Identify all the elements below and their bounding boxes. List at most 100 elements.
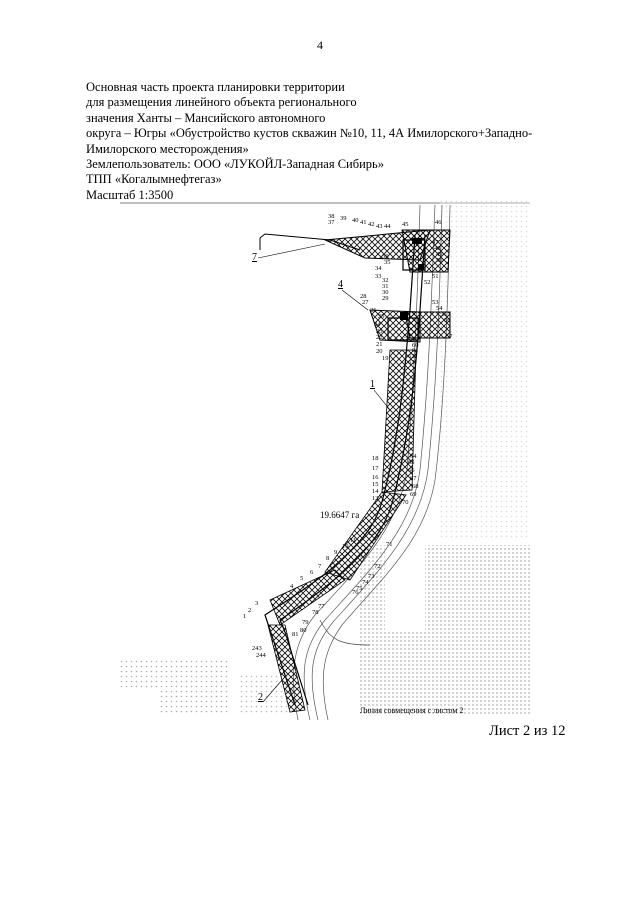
point-number: 5 [300,575,303,582]
point-number: 42 [368,221,375,228]
point-number: 49 [436,251,443,258]
callout-7: 7 [252,252,257,263]
area-label: 19.6647 га [320,510,359,520]
point-number: 3 [255,600,258,607]
point-number: 34 [375,265,382,272]
point-number: 57 [446,333,453,340]
point-number: 22 [376,334,383,341]
point-number: 70 [402,499,409,506]
point-number: 75 [356,585,363,592]
point-number: 56 [444,317,451,324]
point-number: 53 [432,299,439,306]
point-number: 48 [434,245,441,252]
point-number: 67 [410,475,417,482]
point-number: 64 [410,453,417,460]
point-number: 24 [374,321,381,328]
match-line-label: Линия совмещения с листом 2 [360,706,463,715]
document-header: Основная часть проекта планировки террит… [86,80,606,203]
point-number: 44 [384,223,391,230]
point-number: 65 [408,459,415,466]
point-number: 63 [408,359,415,366]
point-number: 52 [424,279,431,286]
point-number: 73 [368,573,375,580]
point-number: 40 [352,217,359,224]
point-number: 29 [382,295,389,302]
point-number: 9 [334,549,337,556]
point-number: 77 [318,603,325,610]
point-number: 21 [376,341,383,348]
point-number: 74 [362,579,369,586]
header-line: Землепользователь: ООО «ЛУКОЙЛ-Западная … [86,157,384,172]
point-number: 39 [340,215,347,222]
point-number: 26 [370,307,377,314]
point-number: 43 [376,223,383,230]
point-number: 17 [372,465,379,472]
point-number: 243 [252,645,262,652]
point-number: 38 [328,213,335,220]
page-number: 4 [317,38,323,52]
point-number: 20 [376,348,383,355]
point-number: 32 [382,277,389,284]
point-number: 54 [436,305,443,312]
point-number: 13 [372,495,379,502]
planning-map: 7 4 1 2 19.6647 га Линия совмещения с ли… [120,200,530,720]
callout-1: 1 [370,379,375,390]
point-number: 60 [412,342,419,349]
point-number: 59 [408,337,415,344]
point-number: 47 [432,239,439,246]
header-line: Основная часть проекта планировки террит… [86,80,345,94]
point-number: 68 [412,483,419,490]
point-number: 51 [432,273,439,280]
point-number: 41 [360,219,367,226]
point-number: 30 [382,289,389,296]
point-number: 19 [382,355,389,362]
point-number: 2 [248,607,251,614]
point-number: 46 [435,219,442,226]
callouts: 7 4 1 2 [252,243,391,703]
point-number: 28 [360,293,367,300]
point-number: 25 [378,313,385,320]
point-number: 37 [328,219,335,226]
point-numbers: 1234567891011121314151617181920212223242… [243,213,453,659]
point-number: 7 [318,563,322,570]
point-number: 244 [256,652,267,659]
point-number: 80 [300,627,307,634]
point-number: 79 [302,619,309,626]
point-number: 1 [243,613,246,620]
point-number: 33 [375,273,382,280]
point-number: 16 [372,474,379,481]
point-number: 31 [382,283,389,290]
point-number: 78 [312,609,319,616]
point-number: 81 [292,631,299,638]
marker-blocks [400,238,424,320]
point-number: 45 [402,221,409,228]
point-number: 35 [384,259,391,266]
point-number: 12 [368,530,375,537]
point-number: 23 [376,328,383,335]
point-number: 72 [374,563,381,570]
point-number: 36 [382,253,389,260]
point-number: 4 [290,583,294,590]
point-number: 8 [326,555,329,562]
point-number: 50 [436,257,443,264]
sheet-label: Лист 2 из 12 [489,723,566,739]
point-number: 71 [386,541,393,548]
point-number: 69 [410,491,417,498]
header-line: для размещения линейного объекта региона… [86,95,357,110]
callout-2: 2 [258,692,263,703]
header-line: округа – Югры «Обустройство кустов скваж… [86,126,533,141]
point-number: 58 [404,333,411,340]
point-number: 18 [372,455,379,462]
point-number: 27 [362,299,369,306]
point-number: 10 [342,543,349,550]
point-number: 15 [372,481,379,488]
header-line: Масштаб 1:3500 [86,187,174,202]
point-number: 76 [352,589,359,596]
point-number: 11 [350,537,356,544]
header-line: ТПП «Когалымнефтегаз» [86,172,222,187]
point-number: 62 [408,353,415,360]
terrain-dotted-areas [120,200,530,715]
point-number: 66 [408,467,415,474]
header-line: Имилорского месторождения» [86,141,249,156]
point-number: 61 [412,347,419,354]
